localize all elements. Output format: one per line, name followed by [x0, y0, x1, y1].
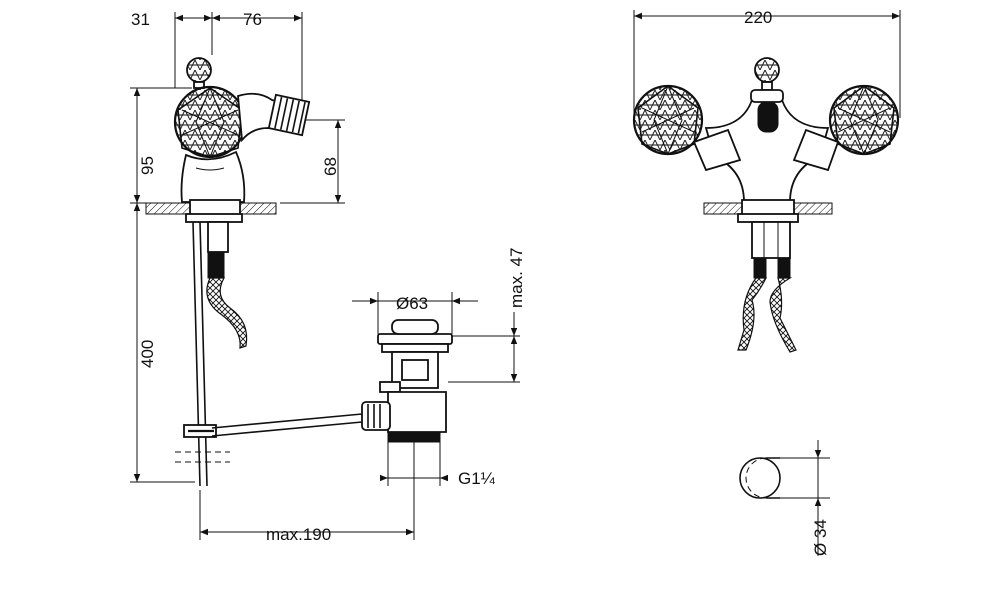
dim-220: 220: [633, 8, 901, 118]
front-small-knob: [754, 57, 780, 91]
front-right-handle: [792, 84, 900, 172]
popup-waste: [361, 319, 453, 443]
dim-31-76: 31 76: [131, 10, 303, 120]
dim-400: 400: [130, 203, 195, 483]
dim-76-label: 76: [243, 10, 262, 29]
dim-phi34: Ø 34: [739, 440, 830, 556]
front-countertop: [703, 199, 833, 223]
front-flex-hoses: [737, 277, 797, 353]
dim-phi63-label: Ø63: [396, 294, 428, 313]
front-left-handle: [632, 84, 742, 172]
dim-phi63: Ø63: [352, 292, 478, 334]
dim-g114: G1¼: [380, 442, 496, 488]
side-view: 31 76: [130, 10, 526, 544]
linkage-rod: [211, 413, 363, 437]
popup-rod: [175, 221, 230, 487]
dim-95-label: 95: [138, 156, 157, 175]
dim-max190: max.190: [199, 442, 415, 544]
dim-max190-label: max.190: [266, 525, 331, 544]
countertop: [145, 199, 277, 223]
front-view: 220: [632, 8, 901, 556]
front-body: [704, 89, 830, 203]
dim-220-label: 220: [744, 8, 772, 27]
dim-max47-label: max. 47: [507, 248, 526, 308]
dim-95: 95: [130, 87, 192, 204]
mixer-body: [180, 150, 246, 203]
small-crystal-knob: [186, 57, 212, 89]
dim-max47: max. 47: [448, 248, 526, 383]
dim-31-label: 31: [131, 10, 150, 29]
crystal-handle: [173, 85, 247, 159]
dim-68-label: 68: [321, 157, 340, 176]
dim-68: 68: [280, 119, 345, 204]
bidet-spout: [237, 92, 311, 143]
front-shank: [751, 221, 791, 279]
dim-phi34-label: Ø 34: [811, 519, 830, 556]
dim-g114-label: G1¼: [458, 469, 496, 488]
dim-400-label: 400: [138, 340, 157, 368]
flex-hose: [206, 221, 248, 349]
